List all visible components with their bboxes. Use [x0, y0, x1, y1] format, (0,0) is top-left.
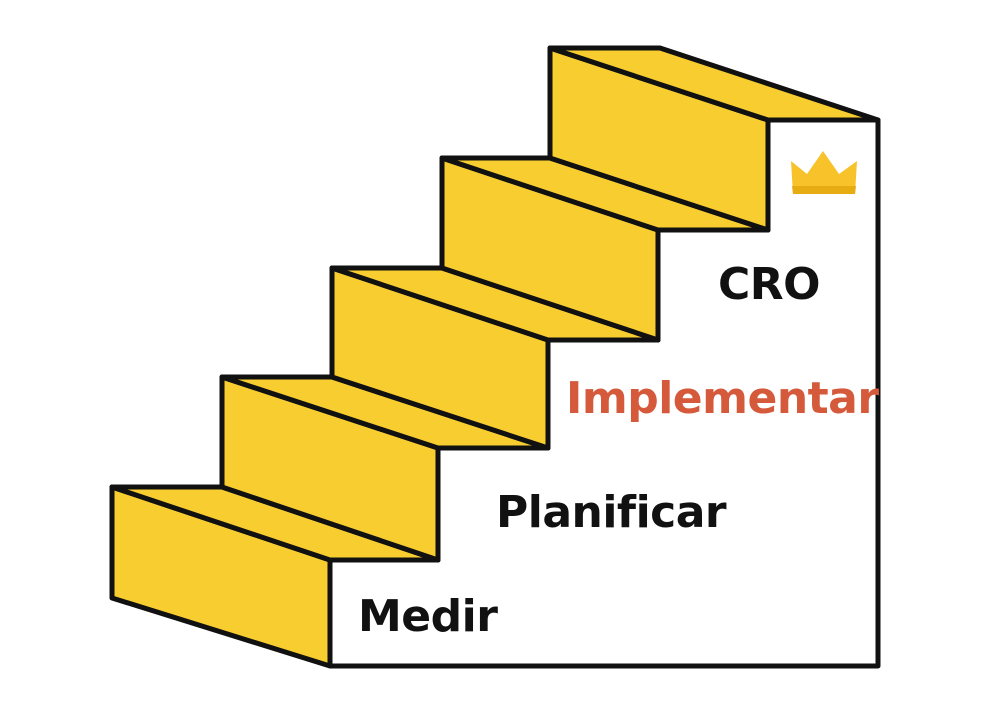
crown-icon: [791, 151, 857, 194]
step-label-implementar: Implementar: [566, 373, 879, 424]
step-label-planificar: Planificar: [496, 487, 727, 538]
step-label-medir: Medir: [358, 591, 498, 642]
step-label-cro: CRO: [718, 259, 820, 310]
step-5-tread: [547, 45, 881, 123]
